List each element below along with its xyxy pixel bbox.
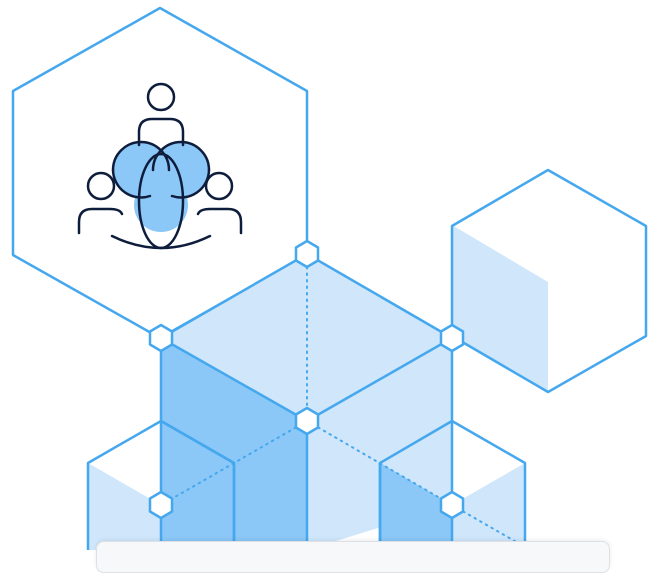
bottom-card <box>96 541 610 573</box>
hexagon-node-top <box>294 239 320 269</box>
hexagon-node-left <box>148 323 174 353</box>
person-top-head <box>146 82 176 112</box>
person-left-body <box>77 207 124 235</box>
hexagon-node-center <box>294 406 320 436</box>
bottom-left-cube-mid-face <box>161 463 234 550</box>
team-collaboration-icon <box>77 82 243 250</box>
person-right-body <box>196 207 243 235</box>
hexagon-node-bottom-left <box>148 490 174 520</box>
right-cube-light-face <box>452 225 548 392</box>
right-cube-frame <box>450 168 648 394</box>
bottom-left-cube-light-face <box>88 463 161 550</box>
person-top-body <box>137 117 185 147</box>
bottom-right-cube-mid-face <box>380 463 452 550</box>
hexagon-node-right <box>439 323 465 353</box>
person-right-head <box>204 171 234 201</box>
hexagon-node-bottom-right <box>439 490 465 520</box>
person-left-head <box>86 171 116 201</box>
hexagon-illustration <box>11 6 648 550</box>
dotted-guide-lines <box>160 253 526 548</box>
bottom-right-cube-light-face <box>452 463 525 550</box>
